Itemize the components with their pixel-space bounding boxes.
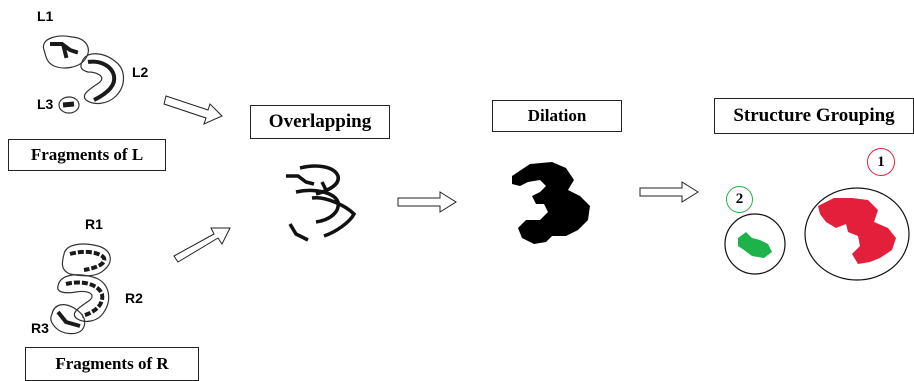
arrow-dilation-to-grouping [639, 181, 699, 203]
fragment-label-r1: R1 [85, 216, 103, 232]
fragments-l-title: Fragments of L [8, 139, 166, 171]
fragments-l-cluster [42, 35, 125, 114]
fragment-label-r3: R3 [31, 320, 49, 336]
group-1-boundary [804, 187, 910, 281]
group-2-blob [738, 232, 772, 258]
fragment-r3-contour [50, 304, 86, 335]
step-overlapping: Overlapping [250, 105, 390, 139]
group-2-number: 2 [735, 191, 744, 207]
arrow-r-to-overlap [173, 227, 231, 263]
fragment-l3-stroke [62, 101, 75, 108]
step-structure-grouping: Structure Grouping [714, 98, 914, 134]
fragment-r2-contour [57, 274, 110, 322]
fragment-r2-stroke [65, 280, 105, 318]
fragment-l3-contour [58, 96, 80, 114]
arrow-overlap-to-dilation [397, 191, 457, 213]
fragment-label-r2: R2 [125, 290, 143, 306]
dilation-blob [512, 162, 590, 244]
group-1-blob [818, 198, 896, 264]
group-1-number: 1 [877, 153, 885, 170]
fragment-l1-contour [42, 35, 89, 69]
fragment-r1-stroke [69, 249, 107, 272]
fragment-r1-contour [61, 243, 111, 277]
fragment-label-l1: L1 [37, 8, 54, 24]
arrow-l-to-overlap [163, 95, 223, 125]
group-2-boundary [724, 213, 786, 275]
fragments-r-title: Fragments of R [25, 347, 199, 381]
step-dilation: Dilation [492, 100, 622, 132]
fragment-label-l2: L2 [132, 64, 149, 80]
group-2-marker: 2 [726, 186, 753, 213]
fragment-r3-stroke [56, 310, 81, 328]
fragment-l2-contour [80, 53, 125, 105]
overlap-strokes [286, 164, 357, 242]
fragment-l2-stroke [87, 59, 117, 102]
fragment-label-l3: L3 [37, 96, 54, 112]
fragments-r-cluster [50, 243, 111, 335]
fragment-l1-stroke [50, 42, 79, 59]
group-1-marker: 1 [867, 148, 895, 176]
